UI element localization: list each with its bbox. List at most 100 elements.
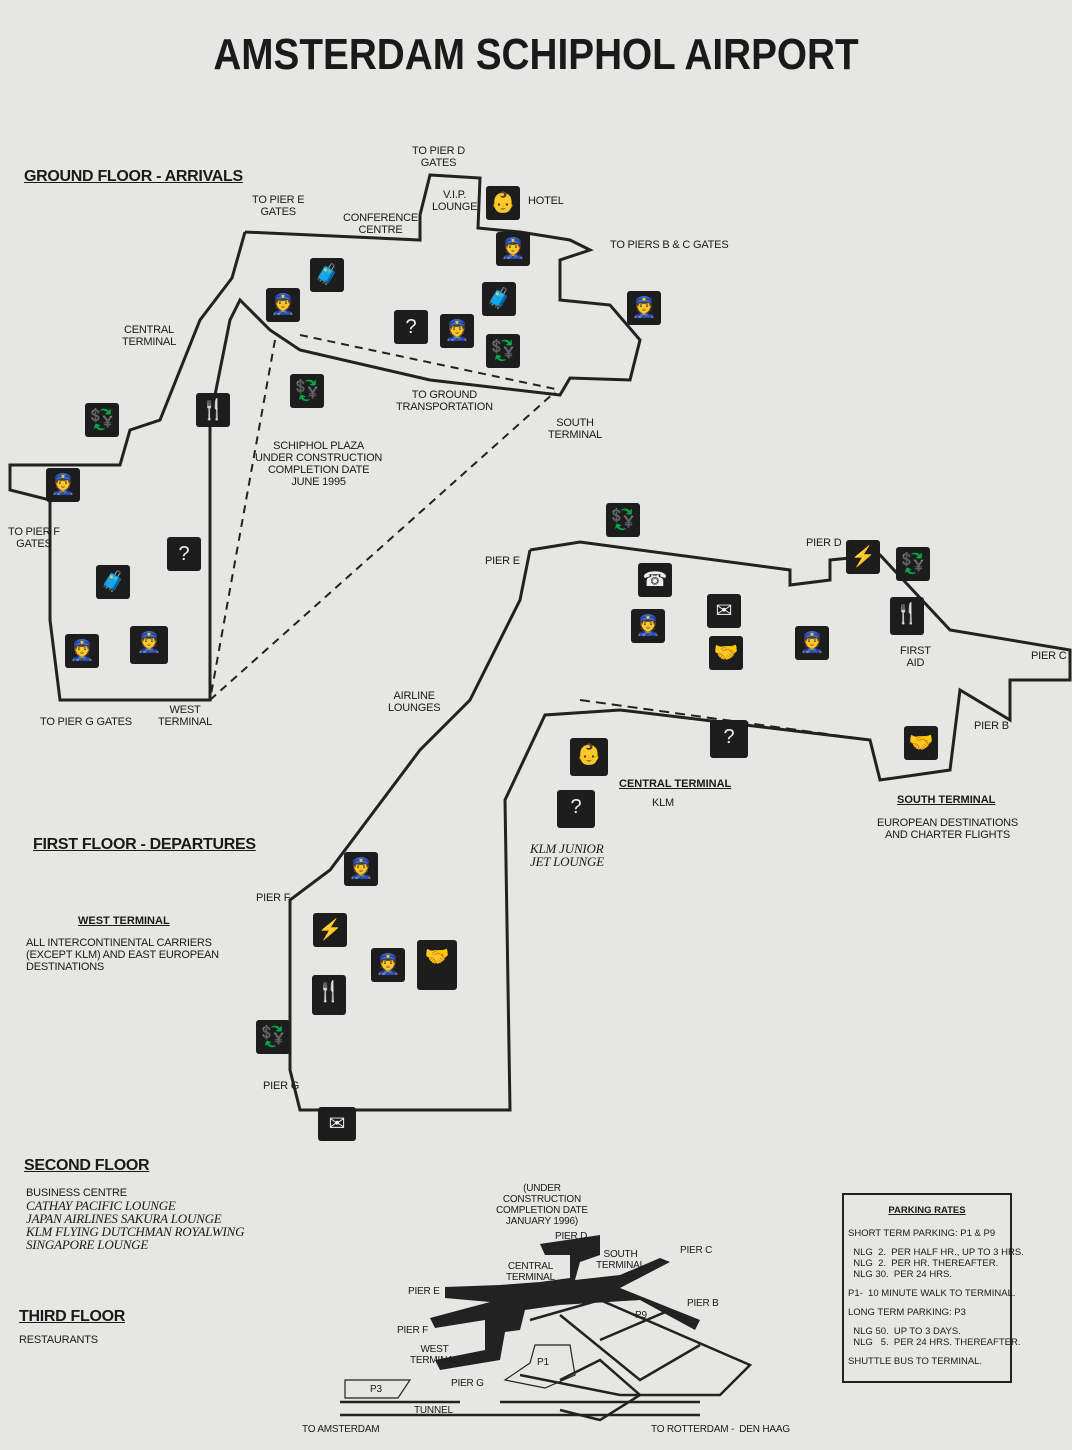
label-pier-c: PIER C — [680, 1245, 713, 1256]
label-central-terminal: CENTRAL TERMINAL — [506, 1261, 555, 1283]
plaza-boundary — [209, 339, 276, 701]
label-pier-b: PIER B — [687, 1298, 719, 1309]
ground-floor-outline — [8, 173, 642, 702]
label-klm-junior-jet-lounge: KLM JUNIOR JET LOUNGE — [530, 841, 604, 869]
currency-exchange-icon: 💱 — [256, 1020, 290, 1054]
parking-line: NLG 50. UP TO 3 DAYS. — [848, 1326, 961, 1337]
currency-exchange-icon: 💱 — [606, 503, 640, 537]
overview-roads — [340, 1298, 753, 1422]
passport-control-icon: 👮 — [46, 468, 80, 502]
passport-control-icon: 👮 — [65, 634, 99, 668]
label-schiphol-plaza: SCHIPHOL PLAZA UNDER CONSTRUCTION COMPLE… — [255, 440, 383, 488]
currency-exchange-icon: 💱 — [486, 334, 520, 368]
parking-line: SHUTTLE BUS TO TERMINAL. — [848, 1356, 983, 1367]
passport-control-icon: 👮 — [496, 232, 530, 266]
passport-control-icon: 👮 — [795, 626, 829, 660]
label-conference-centre: CONFERENCE CENTRE — [343, 212, 419, 236]
plaza-boundary-3 — [209, 391, 556, 701]
luggage-icon: 🧳 — [96, 565, 130, 599]
parking-line: SHORT TERM PARKING: P1 & P9 — [848, 1228, 996, 1239]
plaza-boundary-2 — [299, 334, 561, 391]
label-west-terminal: WEST TERMINAL — [78, 915, 170, 927]
label-pier-b: PIER B — [974, 720, 1009, 732]
parking-rates-title: PARKING RATES — [888, 1205, 966, 1216]
overview-terminal-shape — [430, 1235, 700, 1370]
meeting-point-icon: 🤝 — [904, 726, 938, 760]
label-to-amsterdam: TO AMSTERDAM — [302, 1424, 380, 1435]
second-floor-item: KLM FLYING DUTCHMAN ROYALWING — [26, 1224, 245, 1239]
label-pier-c: PIER C — [1031, 650, 1067, 662]
luggage-icon: 🧳 — [482, 282, 516, 316]
label-to-pier-d: TO PIER D GATES — [412, 145, 466, 169]
label-p9: P9 — [635, 1310, 647, 1321]
mail-icon: ✉ — [318, 1107, 356, 1141]
label-pier-d: PIER D — [806, 537, 842, 549]
label-tunnel: TUNNEL — [414, 1405, 453, 1416]
label-klm: KLM — [652, 797, 675, 809]
telex-icon: ⚡ — [846, 540, 880, 574]
information-icon: ? — [167, 537, 201, 571]
information-icon: ? — [557, 790, 595, 828]
passport-control-icon: 👮 — [344, 852, 378, 886]
label-west-terminal: WEST TERMINAL — [410, 1344, 459, 1366]
label-to-pier-f: TO PIER F GATES — [8, 526, 60, 550]
label-hotel: HOTEL — [528, 195, 564, 207]
label-pier-f: PIER F — [256, 892, 291, 904]
parking-rates-box: PARKING RATES SHORT TERM PARKING: P1 & P… — [842, 1193, 1024, 1383]
parking-line: NLG 30. PER 24 HRS. — [848, 1269, 953, 1280]
label-central-terminal: CENTRAL TERMINAL — [619, 778, 732, 790]
currency-exchange-icon: 💱 — [896, 547, 930, 581]
meeting-point-icon: 🤝 — [709, 636, 743, 670]
baby-care-icon: 👶 — [486, 186, 520, 220]
parking-line: NLG 5. PER 24 HRS. THEREAFTER. — [848, 1337, 1021, 1348]
p1-lot — [503, 1344, 576, 1389]
baby-care-icon: 👶 — [570, 738, 608, 776]
label-under-construction: (UNDER CONSTRUCTION COMPLETION DATE JANU… — [496, 1183, 588, 1227]
passport-control-icon: 👮 — [130, 626, 168, 664]
passport-control-icon: 👮 — [631, 609, 665, 643]
passport-control-icon: 👮 — [266, 288, 300, 322]
label-pier-e: PIER E — [485, 555, 520, 567]
currency-exchange-icon: 💱 — [290, 374, 324, 408]
label-south-terminal: SOUTH TERMINAL — [596, 1249, 645, 1271]
label-pier-g: PIER G — [263, 1080, 300, 1092]
second-floor-item: CATHAY PACIFIC LOUNGE — [26, 1198, 176, 1213]
label-p1: P1 — [537, 1357, 549, 1368]
label-pier-g: PIER G — [451, 1378, 484, 1389]
label-p3: P3 — [370, 1384, 382, 1395]
label-first-aid: FIRST AID — [900, 645, 931, 669]
map-title: AMSTERDAM SCHIPHOL AIRPORT — [213, 30, 859, 79]
parking-line: LONG TERM PARKING: P3 — [848, 1307, 966, 1318]
label-airline-lounges: AIRLINE LOUNGES — [388, 690, 441, 714]
second-floor-heading: SECOND FLOOR — [24, 1157, 150, 1174]
restaurant-icon: 🍴 — [196, 393, 230, 427]
luggage-icon: 🧳 — [310, 258, 344, 292]
label-to-piers-bc: TO PIERS B & C GATES — [610, 239, 729, 251]
label-pier-f: PIER F — [397, 1325, 429, 1336]
passport-control-icon: 👮 — [440, 314, 474, 348]
label-pier-e: PIER E — [408, 1286, 440, 1297]
restaurant-icon: 🍴 — [312, 975, 346, 1015]
third-floor-heading: THIRD FLOOR — [19, 1308, 126, 1325]
label-west-terminal-desc: ALL INTERCONTINENTAL CARRIERS (EXCEPT KL… — [26, 937, 219, 973]
parking-line: NLG 2. PER HR. THEREAFTER. — [848, 1258, 999, 1269]
parking-line: P1- 10 MINUTE WALK TO TERMINAL. — [848, 1288, 1016, 1299]
label-to-pier-e: TO PIER E GATES — [252, 194, 305, 218]
mail-icon: ✉ — [707, 594, 741, 628]
label-south-terminal: SOUTH TERMINAL — [897, 794, 996, 806]
label-to-ground-transportation: TO GROUND TRANSPORTATION — [396, 389, 493, 413]
parking-line: NLG 2. PER HALF HR., UP TO 3 HRS. — [848, 1247, 1024, 1258]
currency-exchange-icon: 💱 — [85, 403, 119, 437]
information-icon: ? — [710, 720, 748, 758]
meeting-point-icon: 🤝 — [417, 940, 457, 990]
ground-floor-heading: GROUND FLOOR - ARRIVALS — [24, 168, 243, 185]
label-vip-lounge: V.I.P. LOUNGE — [432, 189, 478, 213]
p3-lot — [344, 1379, 412, 1399]
label-to-rotterdam: TO ROTTERDAM - DEN HAAG — [651, 1424, 790, 1435]
first-floor-outline — [288, 540, 1072, 1112]
telex-icon: ⚡ — [313, 913, 347, 947]
label-south-terminal-desc: EUROPEAN DESTINATIONS AND CHARTER FLIGHT… — [877, 817, 1019, 841]
second-floor-item: JAPAN AIRLINES SAKURA LOUNGE — [26, 1211, 222, 1226]
